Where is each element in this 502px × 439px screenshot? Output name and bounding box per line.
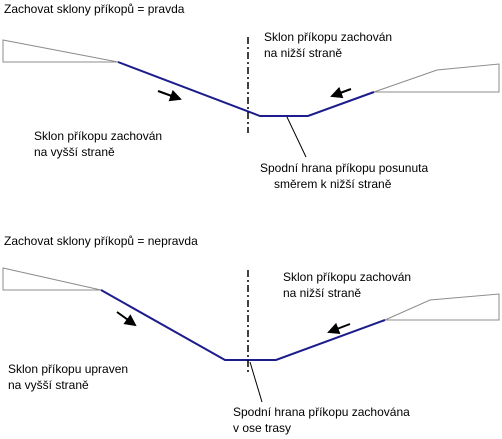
ditch-profile <box>100 289 386 361</box>
right-terrain-wedge <box>384 293 500 321</box>
left-terrain-wedge <box>2 39 119 63</box>
label-lower-side: Sklon příkopu zachován na nižší straně <box>283 270 414 300</box>
lower-side-arrow <box>330 86 352 99</box>
left-terrain-wedge <box>2 267 102 291</box>
label-lower-side: Sklon příkopu zachován na nižší straně <box>264 30 395 60</box>
higher-side-arrow <box>157 89 182 102</box>
label-higher-side: Sklon příkopu zachován na vyšší straně <box>34 129 165 159</box>
higher-side-arrow <box>116 311 137 327</box>
bottom-edge-leader <box>249 361 263 403</box>
bottom-edge-leader <box>286 116 307 158</box>
label-higher-side: Sklon příkopu upraven na vyšší straně <box>8 362 131 392</box>
right-terrain-wedge <box>373 63 500 93</box>
label-bottom-edge: Spodní hrana příkopu posunuta směrem k n… <box>260 161 431 191</box>
lower-side-arrow <box>327 322 351 335</box>
panel-title: Zachovat sklony příkopů = pravda <box>4 2 185 16</box>
panel-keep-slopes-true: Zachovat sklony příkopů = pravda Sklon p… <box>2 2 500 191</box>
panel-keep-slopes-false: Zachovat sklony příkopů = nepravda Sklon… <box>2 234 500 435</box>
ditch-profile <box>117 61 375 117</box>
panel-title: Zachovat sklony příkopů = nepravda <box>4 234 198 248</box>
label-bottom-edge: Spodní hrana příkopu zachována v ose tra… <box>233 405 413 435</box>
